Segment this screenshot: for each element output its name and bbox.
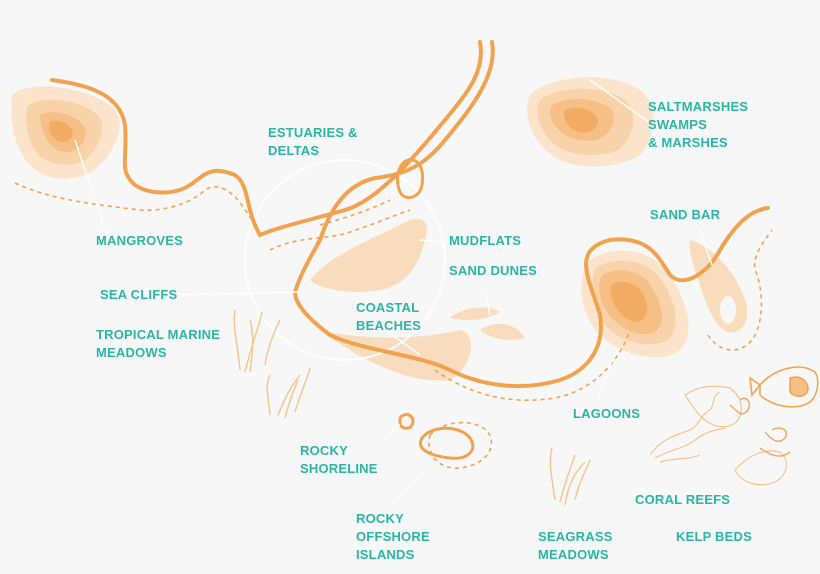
- seagrass-icon: [233, 309, 311, 419]
- coastline-river: [292, 40, 770, 389]
- label-coral-reefs: CORAL REEFS: [635, 492, 731, 507]
- rocky-island-small: [398, 413, 415, 430]
- label-lagoons: LAGOONS: [573, 406, 641, 421]
- saltmarsh-area: [526, 77, 654, 167]
- sand-dune-2: [480, 323, 525, 340]
- label-coastal-beaches: COASTAL BEACHES: [356, 300, 421, 333]
- label-estuaries-deltas: ESTUARIES & DELTAS: [268, 125, 358, 158]
- coastline: [50, 40, 483, 238]
- sand-dune-1: [450, 307, 500, 320]
- label-mangroves: MANGROVES: [96, 233, 184, 248]
- lagoon-area: [581, 250, 689, 358]
- label-seagrass-meadows: SEAGRASS MEADOWS: [538, 529, 613, 562]
- kelp-icon: [729, 397, 791, 457]
- depth-contours: [14, 182, 773, 469]
- label-kelp-beds: KELP BEDS: [676, 529, 752, 544]
- rocky-island-large: [418, 426, 475, 460]
- label-tropical-marine-meadows: TROPICAL MARINE MEADOWS: [96, 327, 221, 360]
- estuary-zone: [244, 159, 446, 361]
- label-sea-cliffs: SEA CLIFFS: [100, 287, 178, 302]
- leader-lines: [74, 79, 713, 506]
- mangrove-area: [11, 86, 120, 179]
- island-delta: [395, 158, 425, 200]
- label-sand-bar: SAND BAR: [650, 207, 721, 222]
- seagrass-meadow-icon: [549, 447, 591, 506]
- label-sand-dunes: SAND DUNES: [449, 263, 537, 278]
- label-rocky-offshore-islands: ROCKY OFFSHORE ISLANDS: [356, 511, 430, 562]
- fish-icon: [749, 366, 819, 408]
- coral-icon: [649, 385, 787, 486]
- label-mudflats: MUDFLATS: [449, 233, 522, 248]
- label-saltmarshes: SALTMARSHES SWAMPS & MARSHES: [648, 99, 749, 150]
- label-rocky-shoreline: ROCKY SHORELINE: [300, 443, 378, 476]
- mudflat-area: [310, 218, 427, 292]
